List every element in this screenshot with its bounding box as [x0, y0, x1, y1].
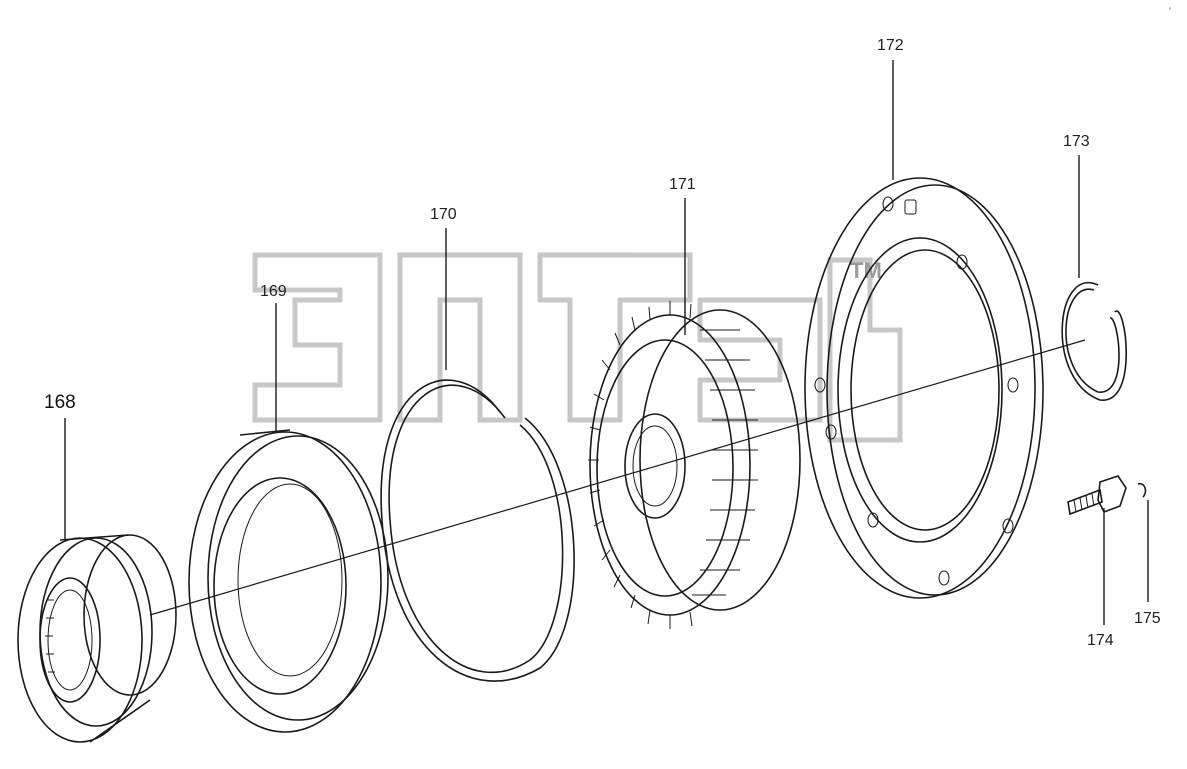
part-169-bearing-ring — [188, 429, 389, 733]
part-171-spur-gear — [588, 301, 801, 629]
leader-lines — [64, 60, 1149, 625]
part-170-snap-ring — [380, 379, 575, 682]
part-label-175: 175 — [1134, 610, 1161, 627]
part-label-172: 172 — [877, 37, 904, 54]
part-label-168: 168 — [44, 392, 76, 413]
part-label-170: 170 — [430, 206, 457, 223]
watermark-logo — [252, 252, 903, 443]
part-168-splined-hub — [17, 534, 177, 743]
part-172-bearing-flange — [804, 177, 1044, 599]
part-174-bolt — [1067, 475, 1127, 516]
part-label-174: 174 — [1087, 632, 1114, 649]
part-label-171: 171 — [669, 176, 696, 193]
corner-mark: ° — [1168, 7, 1172, 14]
assembly-axis — [149, 339, 1086, 616]
part-label-169: 169 — [260, 283, 287, 300]
part-label-173: 173 — [1063, 133, 1090, 150]
part-173-circlip — [1061, 281, 1127, 401]
part-175-lock-washer — [1137, 482, 1147, 498]
